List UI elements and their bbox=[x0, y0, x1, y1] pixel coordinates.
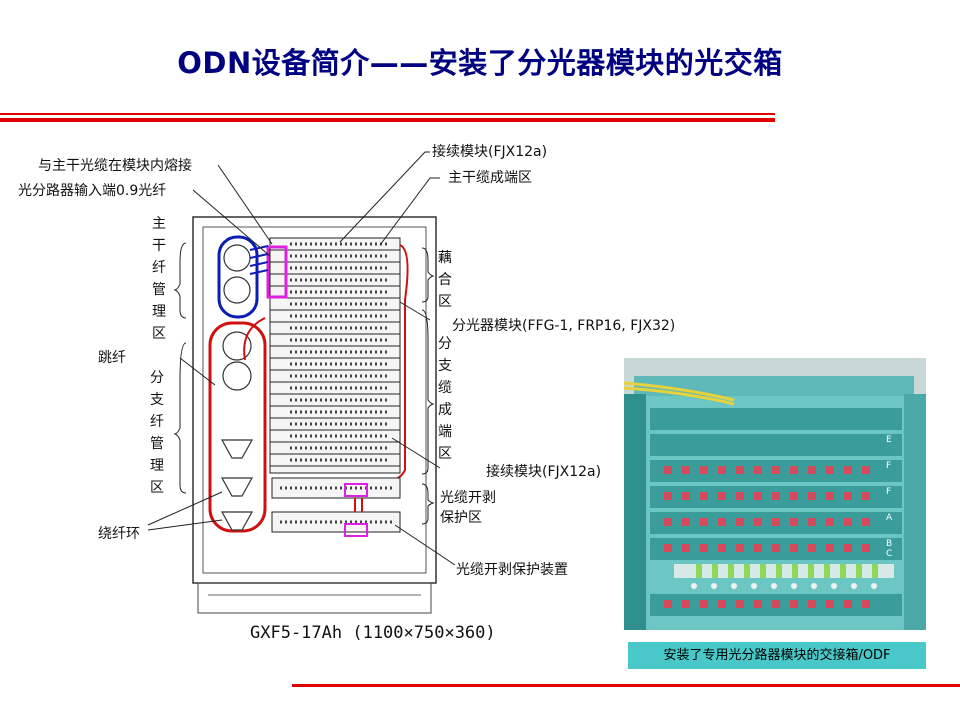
title-divider-thick bbox=[0, 118, 775, 122]
row-letter: E bbox=[886, 435, 892, 445]
label-trunk-termination: 主干缆成端区 bbox=[448, 170, 532, 186]
page-title: ODN设备简介——安装了分光器模块的光交箱 bbox=[177, 46, 783, 80]
label-splice-module-top: 接续模块(FJX12a) bbox=[432, 143, 547, 160]
model-spec: GXF5-17Ah (1100×750×360) bbox=[250, 623, 496, 643]
row-letter: C bbox=[886, 549, 892, 559]
row-letter: F bbox=[886, 487, 891, 497]
row-letter: B bbox=[886, 539, 892, 549]
leader-lines bbox=[147, 151, 456, 566]
svg-text:理: 理 bbox=[150, 458, 164, 474]
label-fusion-splice: 与主干光缆在模块内熔接 bbox=[38, 157, 192, 174]
svg-text:区: 区 bbox=[438, 294, 452, 310]
svg-text:区: 区 bbox=[150, 480, 164, 496]
svg-text:保护区: 保护区 bbox=[440, 510, 482, 526]
svg-text:支: 支 bbox=[438, 358, 452, 374]
fiber-spools bbox=[208, 235, 267, 533]
row-letter: A bbox=[886, 513, 893, 523]
svg-text:纤: 纤 bbox=[152, 260, 166, 276]
label-branch-termination: 分 支 缆 成 端 区 bbox=[438, 336, 452, 462]
label-strip-protector: 光缆开剥保护装置 bbox=[456, 562, 568, 578]
svg-text:主: 主 bbox=[152, 216, 166, 232]
cabinet-photo: E F F A B C bbox=[623, 358, 926, 630]
svg-text:理: 理 bbox=[152, 304, 166, 320]
label-trunk-fiber-mgmt: 主 干 纤 管 理 区 bbox=[152, 216, 166, 342]
svg-text:干: 干 bbox=[152, 238, 166, 254]
photo-caption: 安装了专用光分路器模块的交接箱/ODF bbox=[628, 642, 926, 669]
label-splitter-module: 分光器模块(FFG-1, FRP16, FJX32) bbox=[452, 318, 675, 334]
svg-text:分: 分 bbox=[438, 336, 452, 352]
svg-text:成: 成 bbox=[438, 402, 452, 418]
label-winding-ring: 绕纤环 bbox=[98, 526, 140, 542]
row-letter: F bbox=[886, 461, 891, 471]
label-cable-strip-zone: 光缆开剥 保护区 bbox=[440, 490, 496, 526]
svg-text:区: 区 bbox=[152, 326, 166, 342]
svg-text:光缆开剥: 光缆开剥 bbox=[440, 490, 496, 506]
label-branch-fiber-mgmt: 分 支 纤 管 理 区 bbox=[150, 370, 164, 496]
svg-text:分: 分 bbox=[150, 370, 164, 386]
svg-text:区: 区 bbox=[438, 446, 452, 462]
footer-divider bbox=[292, 684, 960, 687]
module-rack bbox=[243, 237, 409, 481]
cable-strip-protector bbox=[271, 477, 401, 537]
svg-text:端: 端 bbox=[438, 424, 452, 440]
svg-text:纤: 纤 bbox=[150, 414, 164, 430]
label-splice-module-bottom: 接续模块(FJX12a) bbox=[486, 463, 601, 480]
svg-text:管: 管 bbox=[150, 436, 164, 452]
title-divider-thin bbox=[0, 113, 775, 115]
label-coupling-zone: 藕 合 区 bbox=[438, 250, 452, 310]
svg-text:合: 合 bbox=[438, 272, 452, 288]
label-splitter-input: 光分路器输入端0.9光纤 bbox=[18, 183, 166, 199]
svg-text:支: 支 bbox=[150, 392, 164, 408]
svg-text:藕: 藕 bbox=[438, 250, 452, 266]
label-jumper: 跳纤 bbox=[98, 350, 126, 366]
svg-text:管: 管 bbox=[152, 282, 166, 298]
svg-text:缆: 缆 bbox=[438, 380, 452, 396]
cabinet-diagram: 与主干光缆在模块内熔接 光分路器输入端0.9光纤 接续模块(FJX12a) 主干… bbox=[18, 143, 675, 643]
